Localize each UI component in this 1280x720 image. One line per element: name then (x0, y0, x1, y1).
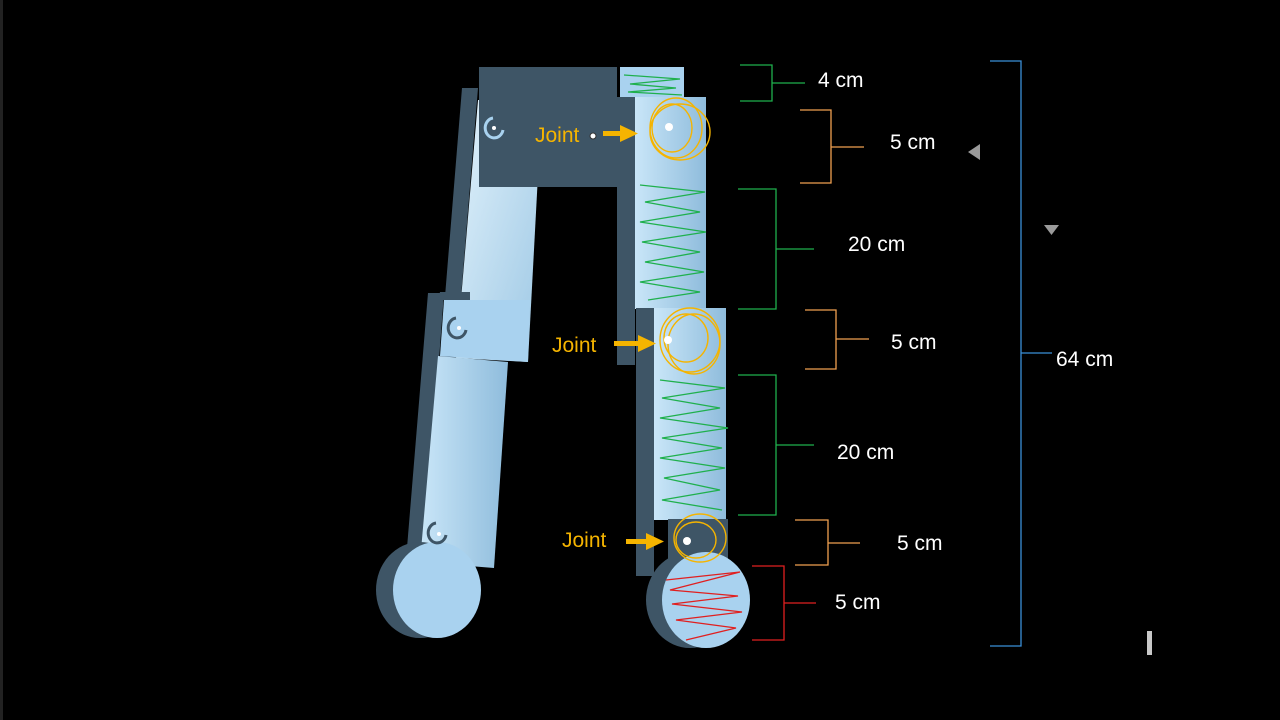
rotate-icon (483, 116, 505, 140)
dim-label-joint2: 5 cm (891, 331, 937, 354)
rotate-icon (426, 521, 448, 545)
joint-circles (649, 97, 727, 563)
left-edge-strip (0, 0, 3, 720)
bracket-top (740, 64, 805, 102)
dim-label-total: 64 cm (1056, 348, 1113, 371)
upper-side (617, 97, 635, 365)
text-cursor-icon (1147, 631, 1152, 655)
arrow-right-icon (603, 125, 638, 142)
left-mid-link (440, 300, 530, 362)
hip-block (479, 67, 617, 187)
dim-label-top: 4 cm (818, 69, 864, 92)
arrow-right-icon (614, 335, 656, 352)
joint-label-2: Joint (552, 334, 597, 357)
bracket-wheel (752, 565, 816, 641)
left-lower-link (438, 292, 470, 300)
right-leg (617, 67, 750, 648)
dimension-brackets (738, 60, 1052, 647)
left-upper-side (440, 88, 478, 358)
bracket-joint2 (805, 309, 869, 370)
joint-callouts: Joint Joint Joint (535, 124, 664, 552)
dim-label-link2: 20 cm (837, 441, 894, 464)
triangle-left-icon (968, 144, 980, 160)
triangle-down-icon (1044, 225, 1059, 235)
arrow-right-icon (626, 533, 664, 550)
left-wheel (393, 542, 481, 638)
dim-label-joint3: 5 cm (897, 532, 943, 555)
wheel-scribble (665, 571, 743, 641)
rotate-icon (446, 316, 468, 340)
dim-label-joint1: 5 cm (890, 131, 936, 154)
left-lower-body (420, 356, 508, 568)
bracket-total (990, 60, 1052, 647)
dim-label-link1: 20 cm (848, 233, 905, 256)
bracket-link2 (738, 374, 814, 516)
joint-label-3: Joint (562, 529, 607, 552)
left-lower-side (406, 293, 444, 560)
bracket-link1 (738, 188, 814, 310)
dim-label-wheel: 5 cm (835, 591, 881, 614)
joint-label-1: Joint (535, 124, 580, 147)
bracket-joint3 (795, 519, 860, 566)
joint-pins (589, 123, 691, 545)
lower-side (636, 308, 654, 576)
bracket-joint1 (800, 109, 864, 184)
link-scribbles (623, 74, 729, 511)
left-leg (376, 67, 617, 638)
dimension-labels: 4 cm 5 cm 20 cm 5 cm 20 cm 5 cm 5 cm 64 … (818, 69, 1113, 614)
